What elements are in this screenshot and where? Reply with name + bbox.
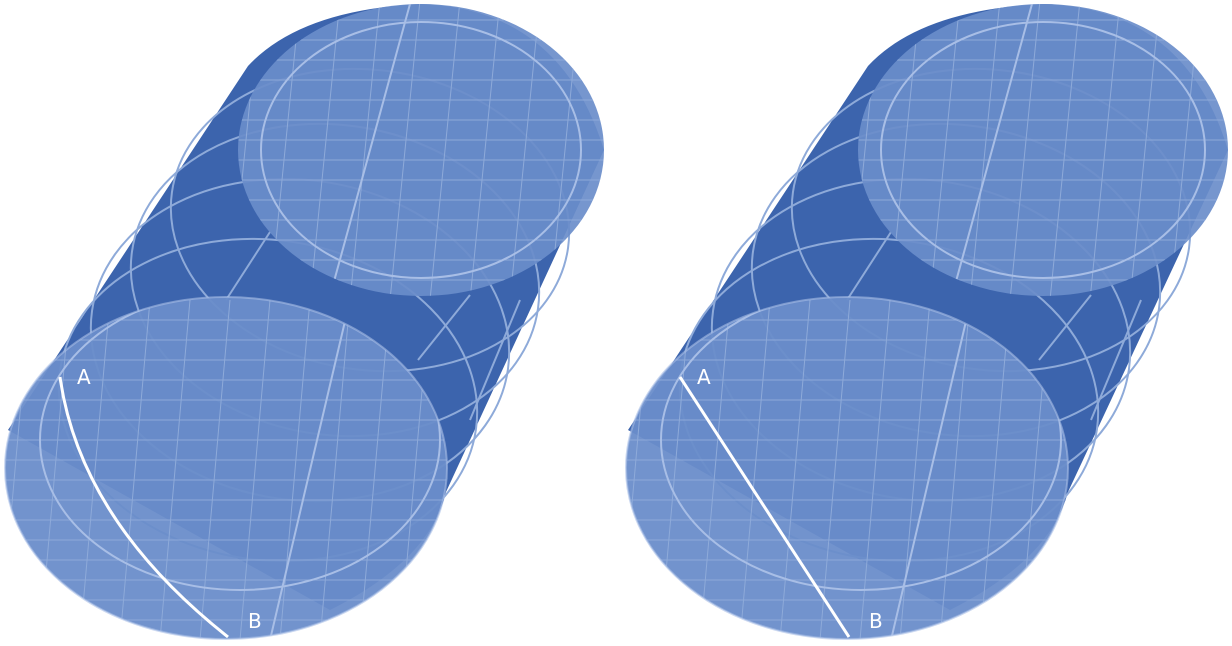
point-a-label: A: [77, 365, 91, 389]
point-b-label: B: [869, 609, 883, 633]
point-b-label: B: [248, 609, 262, 633]
cylinder-curved-path: A B: [4, 4, 604, 640]
bottom-cap-grid: [626, 297, 1068, 639]
bottom-cap: [626, 297, 1068, 639]
top-cap-grid: [238, 4, 604, 296]
bottom-cap: [5, 297, 447, 639]
top-cap: [858, 4, 1228, 296]
point-a-label: A: [697, 365, 711, 389]
top-cap-grid: [858, 4, 1228, 296]
cylinder-straight-path: A B: [625, 4, 1228, 640]
straight-path-a-to-b: [678, 376, 851, 638]
bottom-cap-grid: [5, 297, 447, 639]
top-cap: [238, 4, 604, 296]
curved-path-a-to-b: [58, 376, 229, 639]
